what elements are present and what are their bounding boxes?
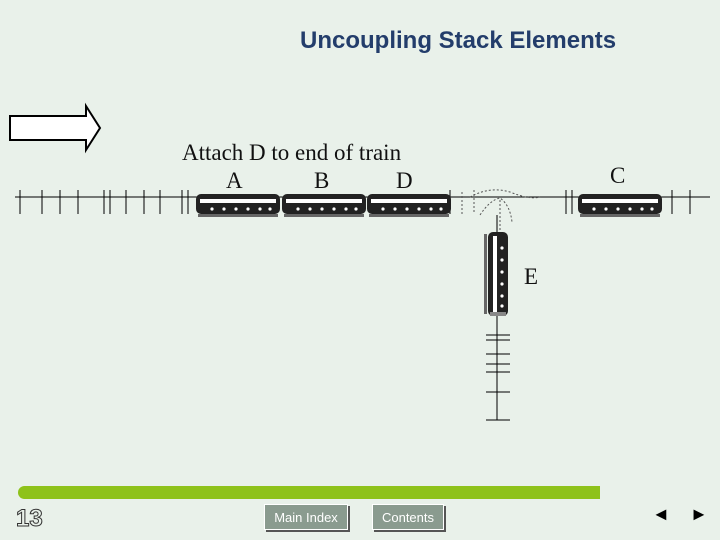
spur-ties (486, 334, 510, 421)
label-a: A (226, 168, 243, 193)
label-c: C (610, 163, 626, 188)
car-e (484, 232, 508, 316)
car-c (578, 194, 662, 217)
label-e: E (524, 264, 539, 289)
slide-title: Uncoupling Stack Elements (300, 27, 617, 54)
main-index-button[interactable]: Main Index (264, 504, 348, 530)
car-b (282, 194, 366, 217)
footer-bar (18, 486, 600, 499)
next-arrow-icon[interactable]: ► (690, 504, 708, 524)
contents-button[interactable]: Contents (372, 504, 444, 530)
track-ties (19, 190, 691, 214)
label-d: D (396, 168, 413, 193)
track-switch (461, 189, 541, 232)
page-number: 13 (16, 505, 44, 533)
caption: Attach D to end of train (182, 140, 402, 165)
car-a (196, 194, 280, 217)
car-d (367, 194, 451, 217)
label-b: B (314, 168, 330, 193)
prev-arrow-icon[interactable]: ◄ (652, 504, 670, 524)
right-arrow-icon (9, 102, 102, 154)
